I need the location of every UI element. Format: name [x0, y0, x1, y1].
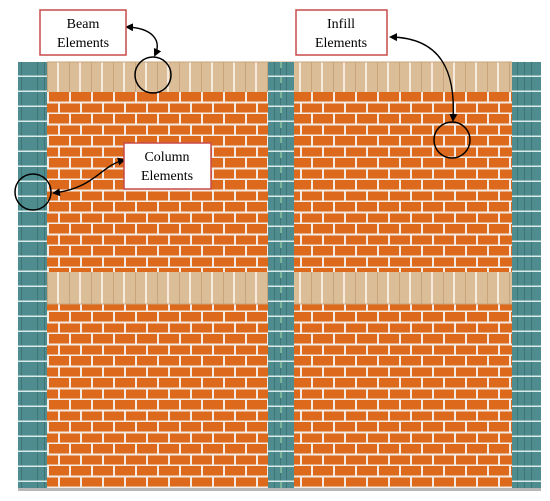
infill-panel-top-right — [294, 92, 512, 272]
beam-arrow — [125, 23, 162, 57]
infill-label-line1: Infill — [327, 17, 355, 32]
column-highlight-circle — [14, 173, 52, 211]
column-right — [512, 62, 541, 488]
infill-panel-bottom-left — [47, 304, 268, 488]
column-arrow — [52, 157, 126, 197]
infill-highlight-circle — [433, 121, 471, 159]
infill-panel-bottom-right — [294, 304, 512, 488]
column-label-line2: Elements — [141, 169, 193, 184]
beam-top-right — [294, 62, 512, 92]
beam-label: Beam Elements — [39, 9, 127, 56]
base-line — [18, 488, 541, 491]
beam-top-left — [47, 62, 268, 92]
beam-label-box — [39, 9, 127, 56]
beam-label-line1: Beam — [67, 17, 100, 32]
beam-label-line2: Elements — [57, 36, 109, 51]
column-label: Column Elements — [123, 142, 212, 190]
infill-label-line2: Elements — [315, 36, 367, 51]
column-left — [18, 62, 47, 488]
beam-middle-right — [294, 272, 512, 304]
infill-arrow — [389, 33, 458, 122]
infill-label-box — [295, 9, 388, 56]
column-label-line1: Column — [144, 150, 189, 165]
infill-label: Infill Elements — [295, 9, 388, 56]
beam-middle-left — [47, 272, 268, 304]
beam-highlight-circle — [134, 56, 172, 94]
column-label-box — [123, 142, 212, 190]
